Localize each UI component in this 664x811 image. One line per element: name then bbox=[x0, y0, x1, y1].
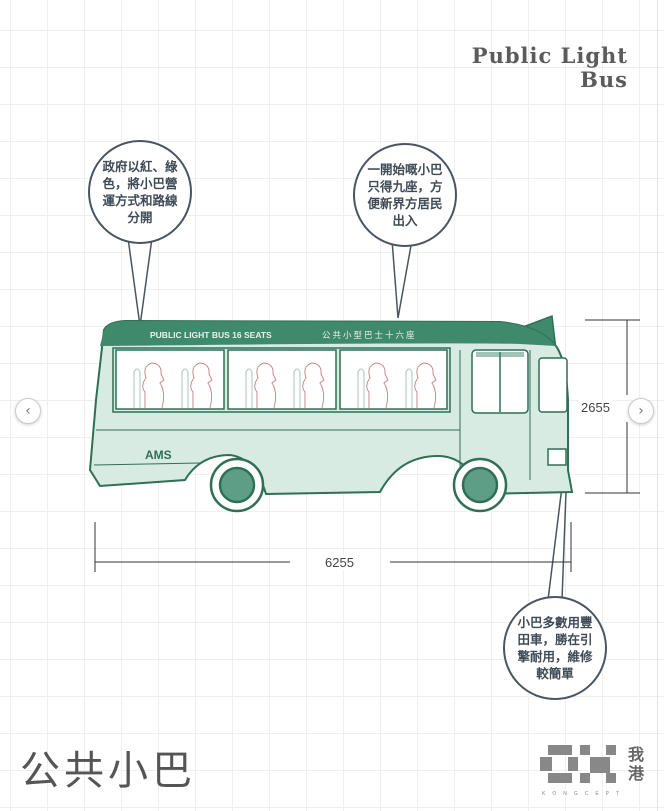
bubble-text: 一開始嘅小巴只得九座，方便新界方居民出入 bbox=[367, 162, 443, 228]
info-bubble-toyota: 小巴多數用豐田車，勝在引擎耐用，維修較簡單 bbox=[503, 596, 607, 700]
info-bubble-colors: 政府以紅、綠色，將小巴營運方式和路線分開 bbox=[88, 140, 192, 244]
bottom-title: 公共小巴 bbox=[20, 748, 196, 794]
divider bbox=[657, 0, 658, 811]
chevron-left-icon: ‹ bbox=[25, 403, 31, 419]
length-dimension: 6255 bbox=[322, 555, 357, 570]
roof-band bbox=[100, 321, 556, 346]
roof-label: PUBLIC LIGHT BUS 16 SEATS bbox=[150, 330, 272, 340]
kongcept-logo: 我港 KONGCEPT bbox=[540, 745, 644, 797]
carousel-next-button[interactable]: › bbox=[628, 398, 654, 424]
chevron-right-icon: › bbox=[638, 403, 644, 419]
carousel-prev-button[interactable]: ‹ bbox=[15, 398, 41, 424]
height-dimension: 2655 bbox=[578, 400, 613, 415]
roof-label-cn: 公共小型巴士十六座 bbox=[322, 330, 417, 341]
logo-en: KONGCEPT bbox=[542, 791, 627, 797]
bubble-tail-1 bbox=[127, 237, 153, 327]
page-title: Public Light Bus bbox=[472, 44, 628, 92]
bubble-tail-2 bbox=[391, 239, 413, 319]
bubble-text: 小巴多數用豐田車，勝在引擎耐用，維修較簡單 bbox=[517, 615, 593, 681]
title-line-2: Bus bbox=[580, 67, 628, 92]
title-line-1: Public Light bbox=[471, 43, 628, 68]
logo-cn: 我港 bbox=[628, 745, 645, 783]
bubble-text: 政府以紅、綠色，將小巴營運方式和路線分開 bbox=[102, 159, 178, 225]
company-label: AMS bbox=[145, 448, 172, 462]
logo-mark-icon bbox=[540, 745, 616, 783]
info-bubble-seats: 一開始嘅小巴只得九座，方便新界方居民出入 bbox=[353, 143, 457, 247]
